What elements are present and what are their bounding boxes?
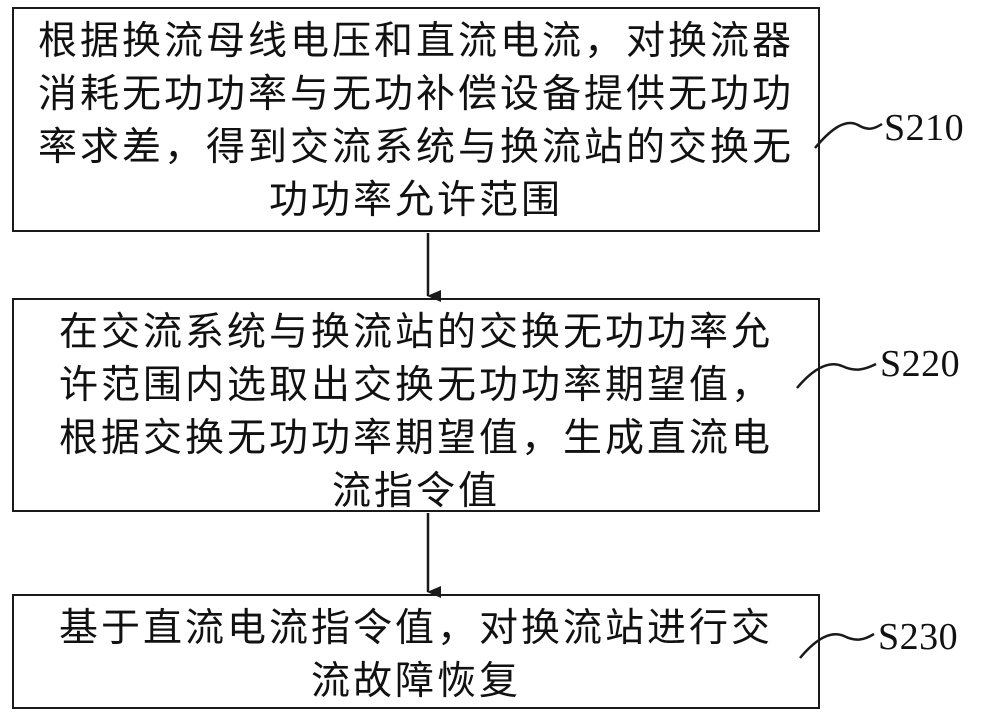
- step-box-s210: 根据换流母线电压和直流电流，对换流器 消耗无功功率与无功补偿设备提供无功功 率求…: [12, 7, 820, 232]
- step-line: 率求差，得到交流系统与换流站的交换无: [37, 125, 794, 170]
- leader-line-s220: [796, 362, 877, 389]
- step-box-s230: 基于直流电流指令值，对换流站进行交 流故障恢复: [12, 594, 820, 709]
- step-line: 流故障恢复: [310, 659, 521, 704]
- step-label-s210: S210: [884, 107, 965, 149]
- step-line: 许范围内选取出交换无功功率期望值，: [58, 363, 773, 408]
- leader-line-s210: [814, 121, 883, 149]
- step-label-s220: S220: [880, 343, 961, 385]
- leader-line-s230: [799, 632, 875, 659]
- step-line: 在交流系统与换流站的交换无功功率允: [58, 310, 773, 355]
- step-text-s210: 根据换流母线电压和直流电流，对换流器 消耗无功功率与无功补偿设备提供无功功 率求…: [36, 15, 796, 227]
- step-line: 根据交换无功功率期望值，生成直流电: [58, 416, 773, 461]
- step-text-s220: 在交流系统与换流站的交换无功功率允 许范围内选取出交换无功功率期望值， 根据交换…: [36, 306, 796, 518]
- step-line: 消耗无功功率与无功补偿设备提供无功功: [37, 72, 794, 117]
- step-box-s220: 在交流系统与换流站的交换无功功率允 许范围内选取出交换无功功率期望值， 根据交换…: [12, 298, 820, 514]
- step-line: 流指令值: [331, 469, 500, 514]
- step-line: 基于直流电流指令值，对换流站进行交: [58, 606, 773, 651]
- step-line: 功功率允许范围: [268, 178, 563, 223]
- step-label-s230: S230: [878, 616, 959, 658]
- step-text-s230: 基于直流电流指令值，对换流站进行交 流故障恢复: [36, 602, 796, 708]
- step-line: 根据换流母线电压和直流电流，对换流器: [37, 19, 794, 64]
